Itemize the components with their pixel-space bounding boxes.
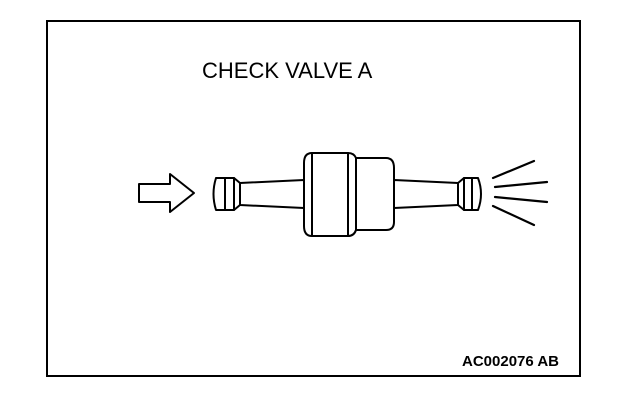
spray-lines-icon: [491, 159, 549, 227]
valve-body: [303, 152, 395, 237]
flow-arrow-icon: [138, 173, 195, 213]
right-pipe: [393, 179, 459, 209]
left-nipple: [212, 177, 241, 211]
left-pipe: [239, 179, 305, 209]
figure-code: AC002076 AB: [462, 353, 559, 370]
diagram-title: CHECK VALVE A: [202, 58, 373, 83]
right-nipple: [457, 177, 482, 211]
